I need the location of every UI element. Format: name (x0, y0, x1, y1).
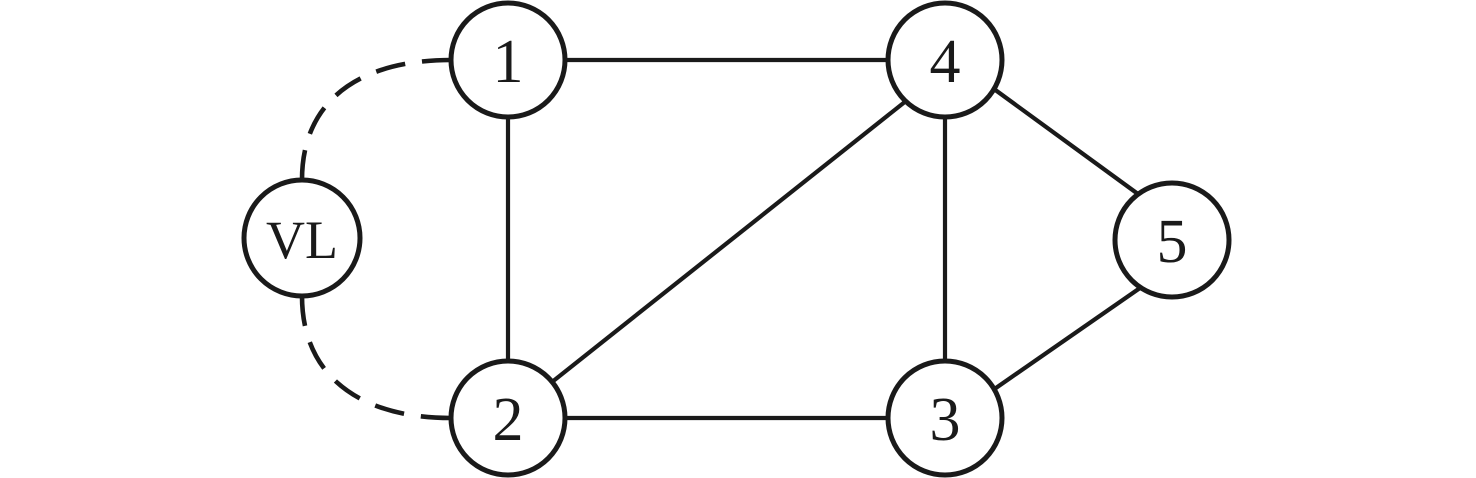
edge-3-5[interactable] (991, 286, 1142, 392)
node-4-label: 4 (930, 28, 961, 96)
node-layer: VL 1 2 3 4 5 (241, 0, 1232, 478)
node-3-label: 3 (930, 386, 961, 454)
node-5[interactable]: 5 (1112, 180, 1232, 300)
node-vl-label: VL (266, 210, 338, 270)
node-1-circle[interactable] (448, 0, 568, 120)
node-2[interactable]: 2 (448, 358, 568, 478)
node-3[interactable]: 3 (885, 358, 1005, 478)
edge-layer (299, 57, 1142, 421)
node-2-label: 2 (493, 386, 524, 454)
node-4[interactable]: 4 (885, 0, 1005, 120)
edge-vl-2-dashed[interactable] (299, 295, 452, 421)
edge-4-5[interactable] (992, 87, 1140, 196)
node-1-label: 1 (493, 28, 524, 96)
edge-vl-1-dashed[interactable] (299, 57, 452, 181)
node-3-circle[interactable] (885, 358, 1005, 478)
node-5-circle[interactable] (1112, 180, 1232, 300)
node-1[interactable]: 1 (448, 0, 568, 120)
edge-2-4[interactable] (550, 99, 908, 384)
node-5-label: 5 (1157, 208, 1188, 276)
node-2-circle[interactable] (448, 358, 568, 478)
node-vl[interactable]: VL (241, 177, 363, 299)
node-vl-circle[interactable] (241, 177, 363, 299)
node-4-circle[interactable] (885, 0, 1005, 120)
